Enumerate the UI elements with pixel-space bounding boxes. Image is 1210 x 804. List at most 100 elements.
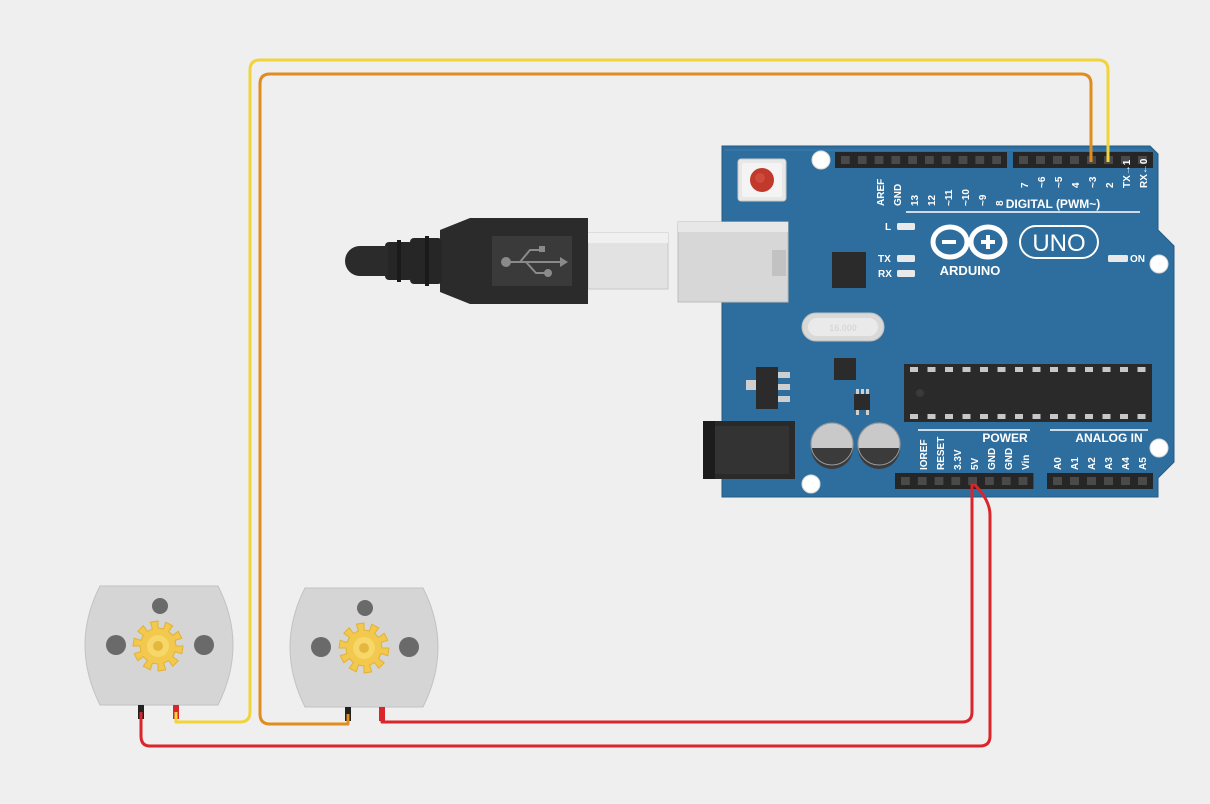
wire-red-5v-motor2[interactable] <box>380 484 974 724</box>
led-rx: RX <box>878 269 915 280</box>
digital-left-pin[interactable] <box>975 156 985 164</box>
analog-housing <box>1047 473 1153 489</box>
digital-left-pin[interactable] <box>908 156 917 164</box>
power-pin-label: Vin <box>1021 455 1032 470</box>
analog-header-label: ANALOG IN <box>1075 431 1142 445</box>
wire-yellow[interactable] <box>174 58 1110 724</box>
digital-left-pin[interactable] <box>958 156 968 164</box>
power-pin[interactable] <box>968 477 977 485</box>
analog-pin-label: A1 <box>1070 457 1081 470</box>
transistor <box>854 389 870 415</box>
power-housing <box>895 473 1034 489</box>
usb-symbol-icon <box>501 246 568 277</box>
digital-pin-label: RX←0 <box>1139 158 1150 188</box>
svg-text:L: L <box>885 222 891 233</box>
svg-text:ON: ON <box>1130 254 1145 265</box>
analog-pin[interactable] <box>1053 477 1062 485</box>
crystal-oscillator: 16.000 <box>801 312 885 342</box>
digital-pin-label: ~10 <box>961 189 972 206</box>
analog-pin[interactable] <box>1104 477 1113 485</box>
digital-right-pin[interactable] <box>1138 156 1147 164</box>
power-pin-label: IOREF <box>919 439 930 470</box>
wire-orange[interactable] <box>258 72 1093 726</box>
wire-red-5v-motor1[interactable] <box>139 482 992 748</box>
digital-right-pin[interactable] <box>1053 156 1062 164</box>
analog-header-pins[interactable] <box>1047 473 1153 489</box>
digital-left-pin[interactable] <box>992 156 1001 164</box>
power-pin[interactable] <box>1001 477 1011 485</box>
usb-b-cable[interactable] <box>345 218 669 304</box>
usb-b-port[interactable] <box>677 221 789 303</box>
power-pin-label: 3.3V <box>953 449 964 470</box>
digital-right-pin[interactable] <box>1036 156 1045 164</box>
analog-pin-label: A5 <box>1138 457 1149 470</box>
usb-chip <box>832 252 866 288</box>
analog-pin[interactable] <box>1070 477 1079 485</box>
led-on: ON <box>1108 254 1145 265</box>
digital-pin-label: 8 <box>995 200 1006 206</box>
dc-motor-2[interactable] <box>289 587 439 721</box>
arduino-logo-text: ARDUINO <box>940 263 1001 278</box>
digital-left-pin[interactable] <box>857 156 867 164</box>
digital-pin-label: ~11 <box>944 189 955 206</box>
power-header-label: POWER <box>982 431 1028 445</box>
digital-pin-label: 2 <box>1105 182 1116 188</box>
analog-pin[interactable] <box>1087 477 1096 485</box>
analog-pin-label: A2 <box>1087 457 1098 470</box>
power-pin-label: RESET <box>936 437 947 470</box>
power-pin[interactable] <box>1018 477 1028 485</box>
digital-right-pin[interactable] <box>1070 156 1079 164</box>
analog-pin[interactable] <box>1138 477 1147 485</box>
power-pin[interactable] <box>934 477 944 485</box>
analog-pin[interactable] <box>1121 477 1130 485</box>
power-pin-label: 5V <box>970 457 981 470</box>
digital-left-pin[interactable] <box>874 156 884 164</box>
mounting-hole <box>1149 254 1169 274</box>
mounting-hole <box>811 150 831 170</box>
power-pin[interactable] <box>985 477 994 485</box>
led-tx: TX <box>878 254 915 265</box>
dc-motor-1[interactable] <box>84 585 234 719</box>
reset-button[interactable] <box>737 158 787 202</box>
digital-right-pin[interactable] <box>1121 156 1130 164</box>
uno-badge: UNO <box>1019 225 1099 259</box>
digital-left-pin[interactable] <box>891 156 901 164</box>
digital-pin-label: ~5 <box>1054 176 1065 188</box>
digital-pin-label: 4 <box>1071 182 1082 188</box>
wires[interactable] <box>139 58 1110 748</box>
power-header-pins[interactable] <box>895 473 1034 489</box>
voltage-regulator <box>746 367 790 409</box>
analog-pin-label: A3 <box>1104 457 1115 470</box>
power-pin-label: GND <box>987 448 998 470</box>
digital-pin-label: GND <box>893 184 904 206</box>
digital-left-pin[interactable] <box>925 156 934 164</box>
svg-text:UNO: UNO <box>1032 230 1085 257</box>
small-ic <box>834 358 856 380</box>
arduino-infinity-logo <box>930 224 1008 260</box>
digital-left-pin[interactable] <box>941 156 951 164</box>
digital-pin-label: ~3 <box>1088 176 1099 188</box>
power-pin[interactable] <box>917 477 927 485</box>
digital-header-left[interactable] <box>835 152 1007 168</box>
atmega-microcontroller <box>904 364 1152 422</box>
dc-barrel-jack[interactable] <box>703 421 795 479</box>
analog-pin-label: A4 <box>1121 457 1132 470</box>
capacitor-2 <box>857 422 901 469</box>
digital-pin-label: 12 <box>927 194 938 206</box>
power-pin[interactable] <box>901 477 910 485</box>
svg-text:RX: RX <box>878 269 892 280</box>
svg-text:TX: TX <box>878 254 891 265</box>
mounting-hole <box>1149 438 1169 458</box>
digital-pin-label: 7 <box>1020 182 1031 188</box>
capacitor-1 <box>810 422 854 469</box>
digital-pin-label: 13 <box>910 194 921 206</box>
digital-right-pin[interactable] <box>1019 156 1028 164</box>
digital-left-pin[interactable] <box>841 156 850 164</box>
digital-pin-label: TX→1 <box>1122 159 1133 188</box>
power-pin[interactable] <box>951 477 961 485</box>
